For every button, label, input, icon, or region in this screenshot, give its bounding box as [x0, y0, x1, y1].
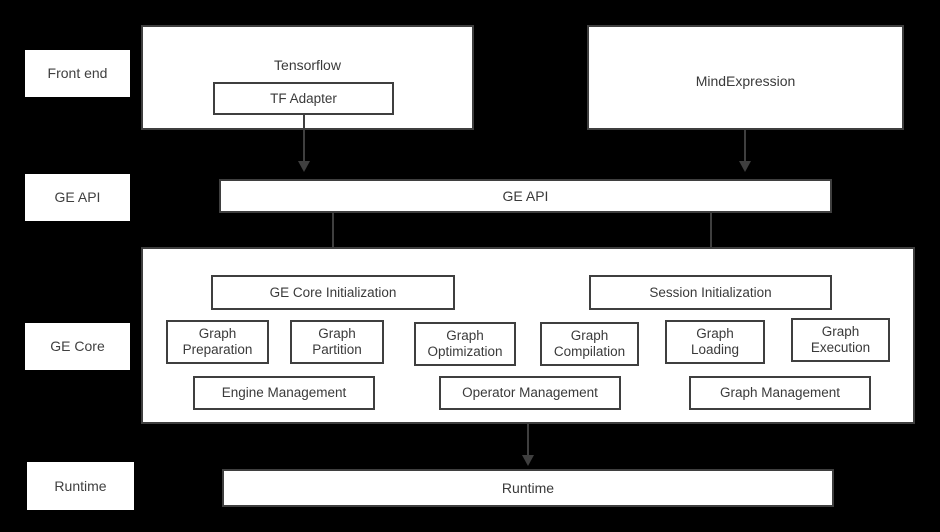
- arrowhead-mindexpression-to-ge-api: [739, 161, 751, 172]
- session-initialization-node[interactable]: Session Initialization: [589, 275, 832, 310]
- ge-api-bar-label: GE API: [502, 187, 549, 204]
- tf-adapter-label: TF Adapter: [270, 90, 337, 106]
- stage-label-ge-api: GE API: [25, 174, 130, 221]
- graph-optimization-label: Graph Optimization: [427, 328, 503, 359]
- graph-execution-label: Graph Execution: [810, 324, 871, 355]
- tensorflow-label: Tensorflow: [274, 57, 341, 73]
- connector-tf-adapter-to-ge-api: [303, 115, 305, 163]
- graph-preparation-label: Graph Preparation: [182, 326, 253, 357]
- engine-management-node[interactable]: Engine Management: [193, 376, 375, 410]
- ge-api-bar[interactable]: GE API: [219, 179, 832, 213]
- runtime-bar[interactable]: Runtime: [222, 469, 834, 507]
- graph-partition-label: Graph Partition: [312, 326, 362, 357]
- stage-label-runtime: Runtime: [27, 462, 134, 510]
- graph-management-node[interactable]: Graph Management: [689, 376, 871, 410]
- stage-label-ge-core: GE Core: [25, 323, 130, 370]
- arrowhead-tf-adapter-to-ge-api: [298, 161, 310, 172]
- session-initialization-label: Session Initialization: [649, 284, 772, 300]
- connector-ge-api-to-ge-core-init: [332, 213, 334, 261]
- mindexpression-frame: MindExpression: [587, 25, 904, 130]
- graph-compilation-node[interactable]: Graph Compilation: [540, 322, 639, 366]
- tf-adapter-node[interactable]: TF Adapter: [213, 82, 394, 115]
- graph-management-label: Graph Management: [719, 385, 841, 401]
- connector-ge-api-to-session-init: [710, 213, 712, 261]
- graph-loading-node[interactable]: Graph Loading: [665, 320, 765, 364]
- runtime-bar-label: Runtime: [501, 479, 555, 496]
- ge-core-initialization-node[interactable]: GE Core Initialization: [211, 275, 455, 310]
- ge-core-initialization-label: GE Core Initialization: [269, 284, 397, 300]
- arrowhead-ge-core-to-runtime: [522, 455, 534, 466]
- connector-mindexpression-to-ge-api: [744, 130, 746, 163]
- engine-management-label: Engine Management: [221, 385, 347, 401]
- graph-preparation-node[interactable]: Graph Preparation: [166, 320, 269, 364]
- operator-management-node[interactable]: Operator Management: [439, 376, 621, 410]
- connector-ge-core-to-runtime: [527, 424, 529, 458]
- graph-partition-node[interactable]: Graph Partition: [290, 320, 384, 364]
- graph-optimization-node[interactable]: Graph Optimization: [414, 322, 516, 366]
- graph-compilation-label: Graph Compilation: [553, 328, 626, 359]
- stage-label-ge-core-text: GE Core: [50, 338, 105, 355]
- stage-label-front-end-text: Front end: [47, 65, 108, 82]
- mindexpression-label: MindExpression: [695, 73, 796, 89]
- graph-loading-label: Graph Loading: [690, 326, 740, 357]
- stage-label-ge-api-text: GE API: [54, 189, 101, 206]
- graph-execution-node[interactable]: Graph Execution: [791, 318, 890, 362]
- stage-label-runtime-text: Runtime: [54, 477, 107, 494]
- stage-label-front-end: Front end: [25, 50, 130, 97]
- operator-management-label: Operator Management: [462, 385, 598, 401]
